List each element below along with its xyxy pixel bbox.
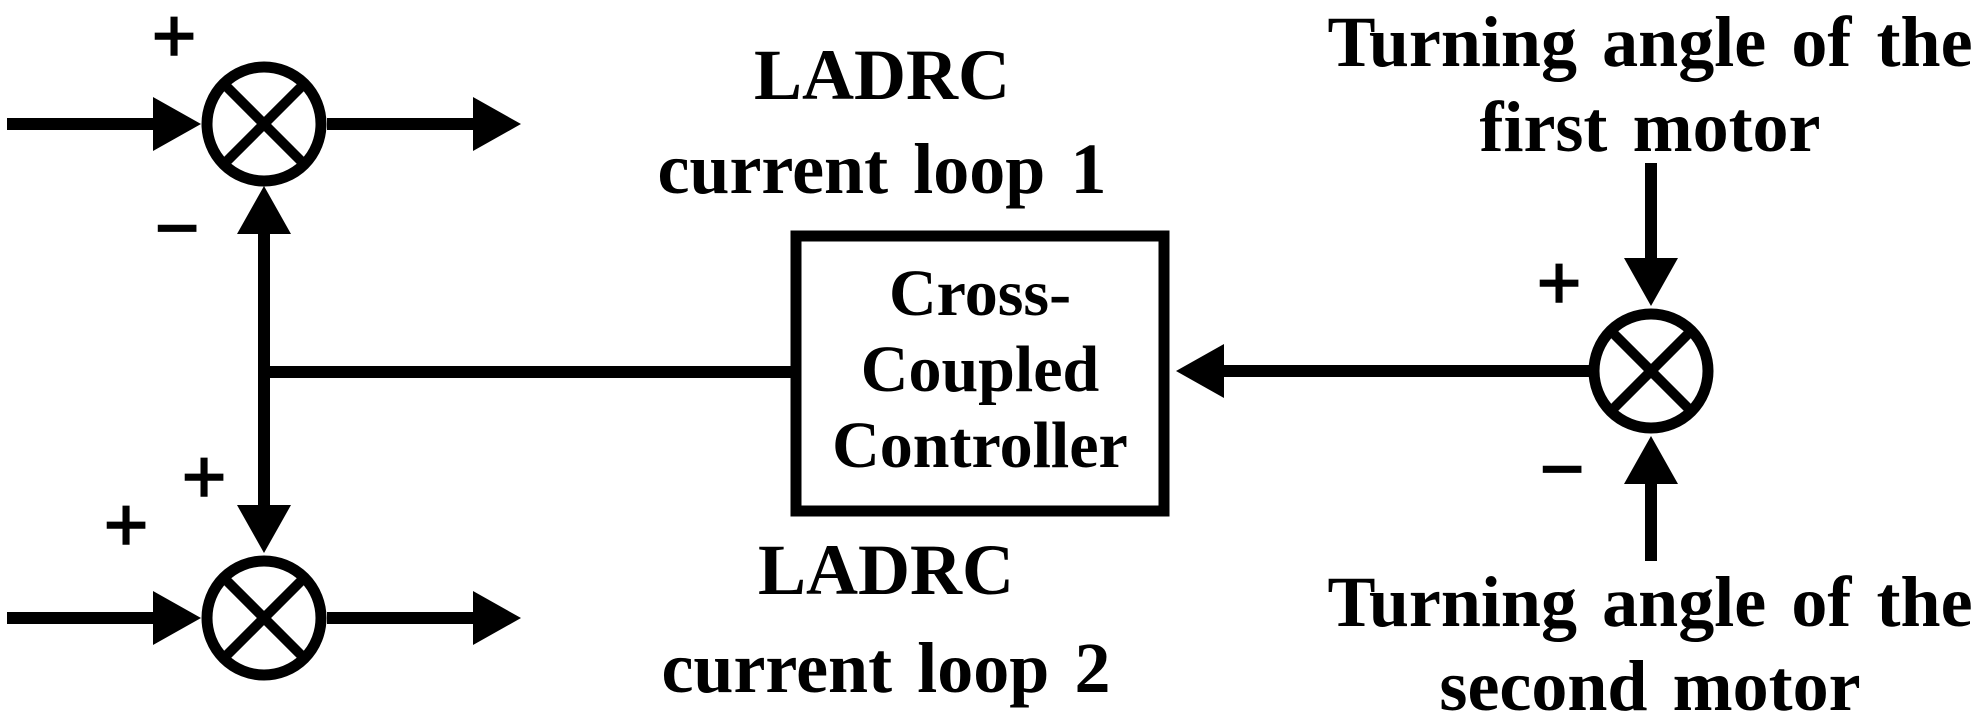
arrowhead-up-icon (237, 186, 291, 234)
plus-sign-junction2-input: + (102, 482, 149, 570)
label-line: Turning angle of the (1327, 2, 1973, 82)
arrowhead-right-icon (473, 591, 521, 645)
label-ladrc-current-loop1: LADRC current loop 1 (657, 28, 1106, 216)
label-line: LADRC (753, 35, 1011, 115)
label-line: current loop 2 (661, 628, 1111, 708)
arrowhead-left-icon (1176, 344, 1224, 398)
minus-sign-angle-junction: − (1538, 426, 1585, 514)
label-line: Cross- (888, 257, 1072, 330)
error-signal-arrow (1176, 344, 1596, 398)
label-ladrc-current-loop2: LADRC current loop 2 (661, 521, 1110, 717)
plus-sign-junction2-feedback: + (180, 434, 227, 522)
minus-sign-junction1-feedback: − (153, 185, 200, 273)
summing-junction-loop1 (201, 61, 327, 187)
summing-junction-loop2 (201, 555, 327, 681)
first-motor-input-arrow (1624, 163, 1678, 306)
input-arrow-loop2 (7, 591, 201, 645)
arrowhead-down-icon (237, 505, 291, 553)
label-turning-angle-second-motor: Turning angle of the second motor (1327, 560, 1972, 723)
label-line: current loop 1 (657, 129, 1107, 209)
arrowhead-up-icon (1624, 436, 1678, 484)
output-arrow-loop2 (327, 591, 521, 645)
arrowhead-down-icon (1624, 258, 1678, 306)
label-turning-angle-first-motor: Turning angle of the first motor (1327, 0, 1972, 170)
summing-junction-angles (1588, 308, 1714, 434)
controller-output-branch (237, 186, 791, 553)
plus-sign-angle-junction: + (1535, 240, 1582, 328)
controller-box-label: Cross- Coupled Controller (832, 256, 1128, 484)
label-line: LADRC (757, 530, 1015, 610)
label-line: first motor (1479, 87, 1821, 167)
plus-sign-junction1-input: + (150, 0, 197, 81)
second-motor-input-arrow (1624, 436, 1678, 561)
label-line: Turning angle of the (1327, 562, 1973, 642)
arrowhead-right-icon (473, 97, 521, 151)
output-arrow-loop1 (327, 97, 521, 151)
label-line: Coupled (860, 333, 1100, 406)
input-arrow-loop1 (7, 97, 201, 151)
label-line: Controller (832, 409, 1128, 482)
arrowhead-right-icon (153, 591, 201, 645)
arrowhead-right-icon (153, 97, 201, 151)
label-line: second motor (1439, 646, 1861, 723)
controller-box (790, 230, 1170, 517)
